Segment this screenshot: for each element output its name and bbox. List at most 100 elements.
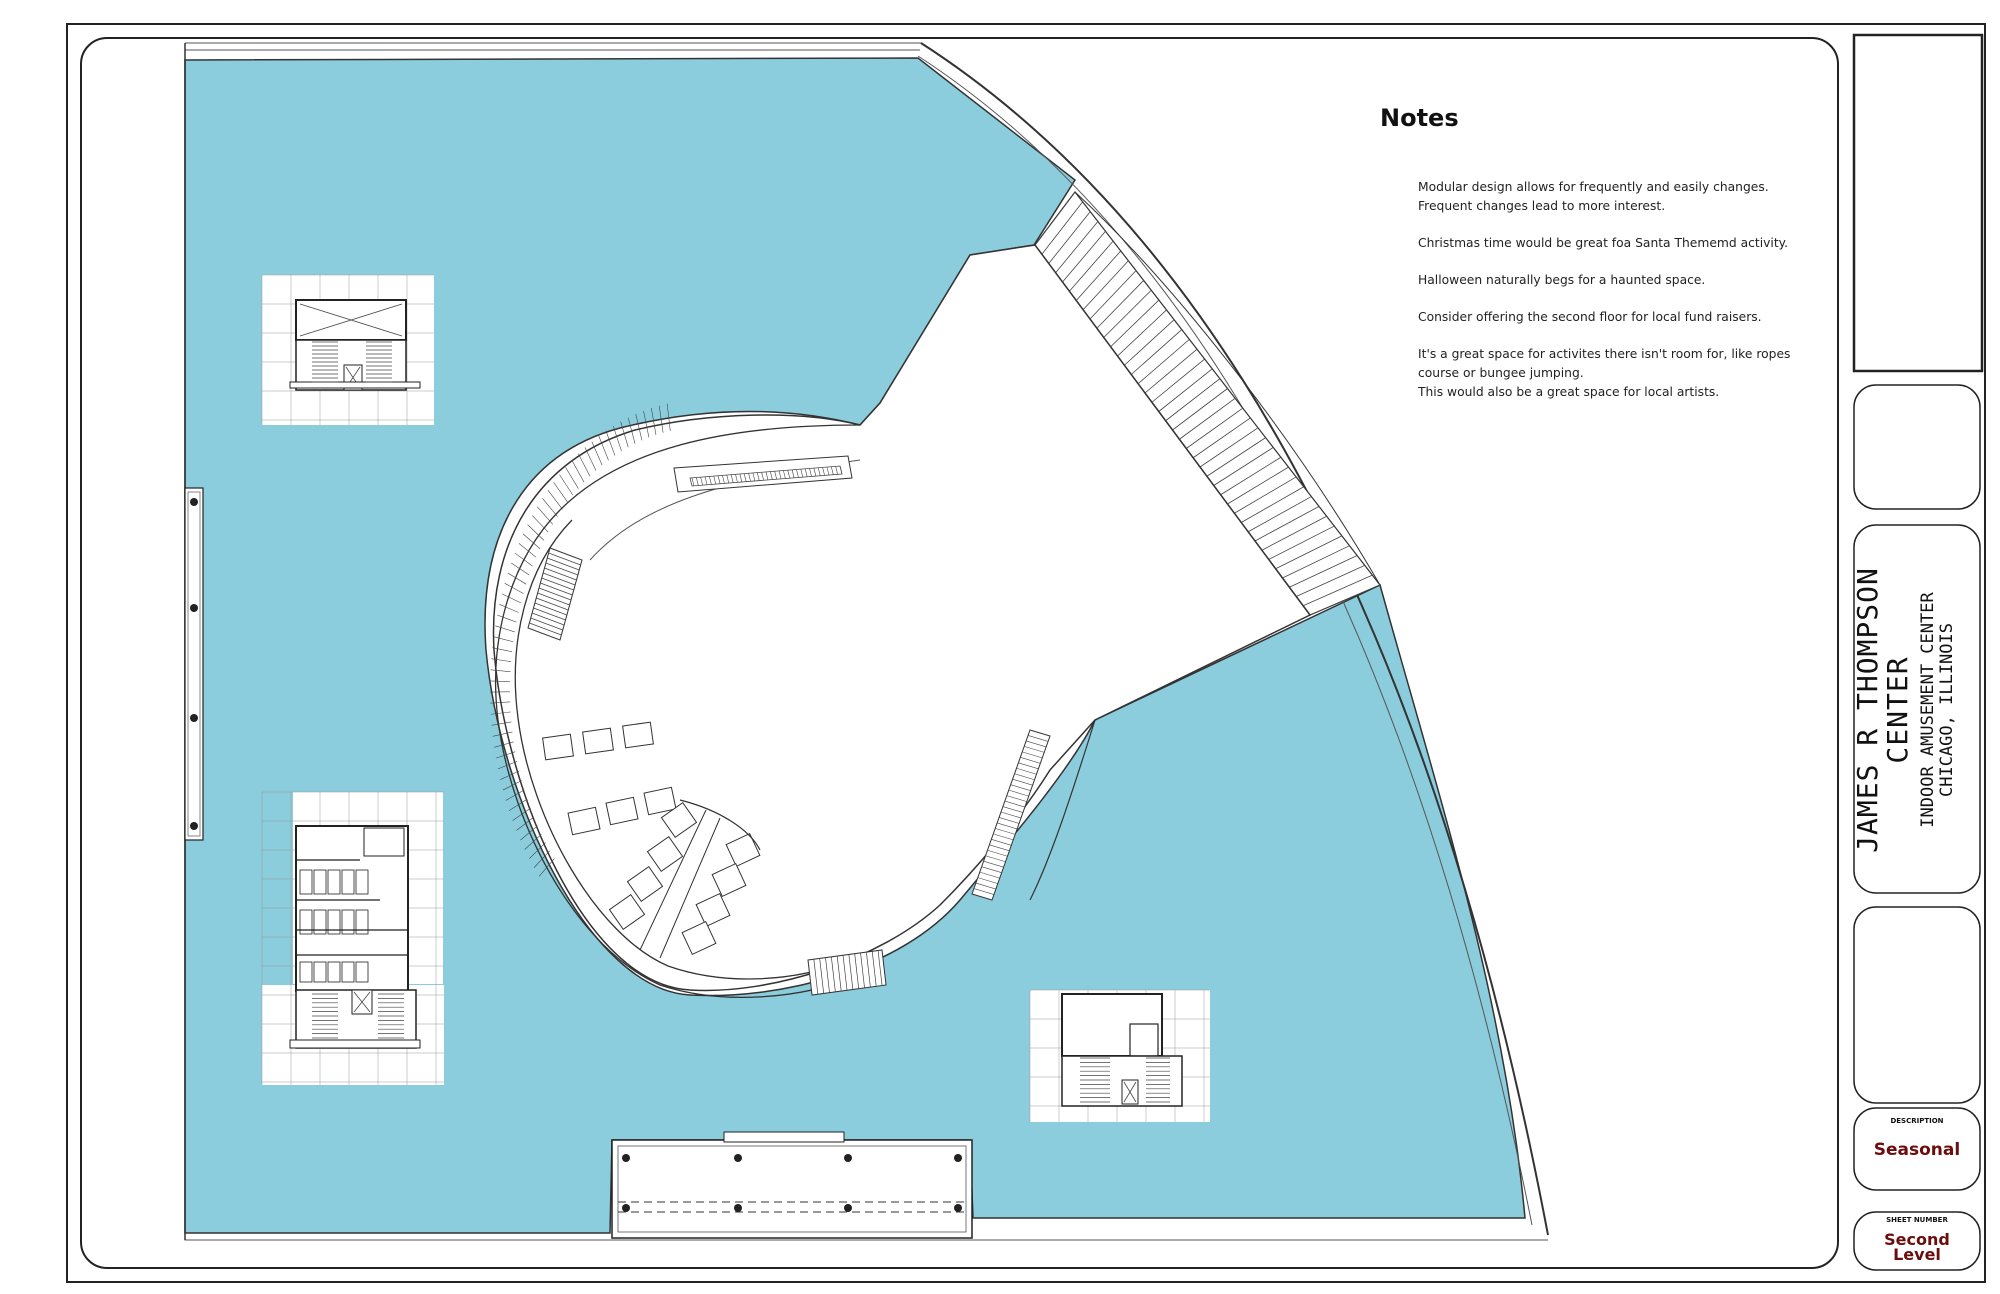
- step-line: [508, 798, 528, 811]
- step-line: [830, 956, 836, 992]
- step-line: [549, 547, 583, 561]
- step-line: [620, 421, 629, 448]
- step-line: [553, 482, 568, 503]
- step-line: [591, 441, 603, 466]
- stall: [299, 909, 313, 935]
- step-line: [839, 465, 843, 475]
- step-line: [493, 636, 514, 643]
- note-line: course or bungee jumping.: [1418, 365, 1584, 380]
- counter-divider: [639, 809, 721, 959]
- step-line: [533, 850, 551, 868]
- step-line: [877, 949, 883, 986]
- step-line: [497, 614, 517, 623]
- step-line: [1026, 740, 1047, 748]
- atrium-opening: [492, 244, 1312, 992]
- step-line: [765, 471, 769, 481]
- table: [622, 721, 654, 749]
- step-line: [512, 807, 531, 821]
- escalator-top-steps: [691, 465, 843, 487]
- step-line: [490, 680, 511, 683]
- step-line: [545, 562, 578, 576]
- step-line: [559, 474, 574, 496]
- note-line: Consider offering the second floor for l…: [1418, 310, 1762, 325]
- step-line: [511, 562, 530, 576]
- step-line: [842, 954, 848, 991]
- step-line: [983, 860, 1004, 868]
- step-line: [1213, 447, 1274, 486]
- step-line: [571, 460, 585, 483]
- step-line: [532, 515, 549, 533]
- step-line: [499, 604, 519, 613]
- step-line: [1247, 496, 1312, 533]
- step-line: [809, 468, 812, 477]
- step-line: [516, 816, 535, 831]
- stair-left-steps: [527, 547, 583, 641]
- booth: [646, 836, 684, 872]
- step-line: [492, 731, 513, 737]
- step-line: [529, 622, 562, 636]
- step-line: [1006, 795, 1027, 802]
- notes-title: Notes: [1380, 104, 1459, 132]
- step-line: [831, 466, 834, 475]
- step-line: [643, 410, 650, 438]
- step-line: [501, 593, 521, 604]
- restroom-stalls: [299, 869, 369, 983]
- step-line: [494, 741, 514, 748]
- step-line: [1055, 221, 1099, 274]
- step-line: [500, 770, 520, 780]
- step-line: [1130, 329, 1183, 375]
- step-line: [998, 817, 1020, 824]
- step-line: [1282, 545, 1350, 579]
- escalator-right-steps: [971, 729, 1051, 901]
- note-line: Frequent changes lead to more interest.: [1418, 198, 1666, 213]
- step-line: [530, 617, 563, 631]
- step-line: [534, 602, 567, 616]
- step-line: [704, 476, 708, 486]
- step-line: [848, 954, 854, 990]
- stall: [313, 909, 327, 935]
- step-line: [504, 583, 524, 594]
- bottom-entrance: [611, 1131, 973, 1239]
- step-line: [543, 572, 576, 586]
- step-line: [796, 469, 799, 478]
- step-line: [544, 567, 577, 581]
- step-line: [836, 955, 842, 991]
- facade-top-line: [185, 42, 921, 51]
- step-line: [578, 453, 591, 477]
- step-line: [807, 959, 813, 996]
- step-line: [1151, 358, 1205, 403]
- step-line: [524, 834, 542, 850]
- description-value: Seasonal: [1873, 1140, 1961, 1160]
- stall: [341, 909, 355, 935]
- step-line: [804, 468, 808, 477]
- seating-group: [542, 721, 761, 959]
- step-line: [735, 474, 738, 483]
- step-line: [981, 866, 1002, 873]
- step-line: [520, 825, 538, 841]
- step-line: [1158, 368, 1213, 412]
- step-line: [527, 627, 561, 641]
- step-line: [1241, 486, 1304, 523]
- step-line: [598, 435, 609, 461]
- step-line: [995, 828, 1016, 835]
- step-line: [813, 468, 817, 477]
- step-line: [490, 711, 511, 715]
- step-line: [666, 403, 671, 432]
- step-line: [1220, 456, 1282, 496]
- booth: [660, 802, 698, 838]
- step-line: [991, 839, 1012, 846]
- stall: [299, 961, 313, 983]
- step-line: [1275, 535, 1343, 570]
- stall: [341, 961, 355, 983]
- step-line: [1012, 778, 1033, 786]
- step-line: [548, 552, 581, 566]
- step-line: [709, 476, 712, 485]
- step-line: [770, 471, 773, 480]
- step-line: [1144, 348, 1198, 394]
- step-line: [791, 469, 795, 478]
- step-line: [835, 466, 838, 475]
- step-line: [491, 721, 512, 726]
- step-line: [1296, 564, 1365, 597]
- step-line: [854, 953, 860, 989]
